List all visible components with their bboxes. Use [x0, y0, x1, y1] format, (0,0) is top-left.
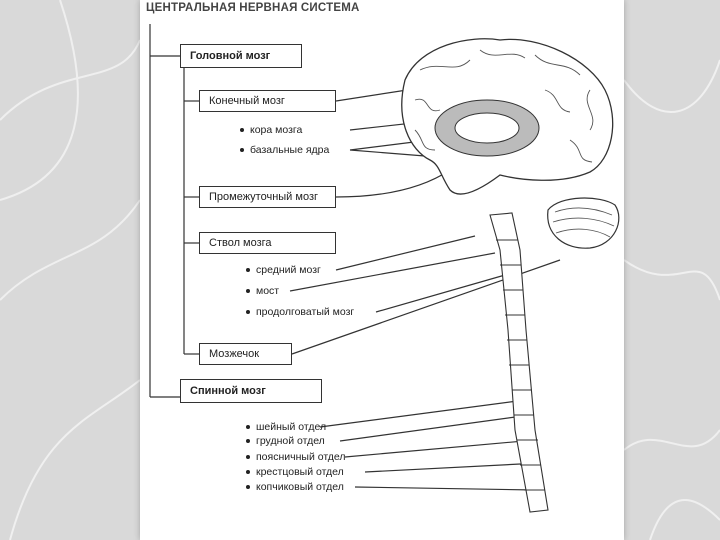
- spinal-part: копчиковый отдел: [246, 481, 344, 493]
- brainstem-part: мост: [246, 285, 279, 297]
- telencephalon-part: кора мозга: [240, 124, 302, 136]
- spinal-part: поясничный отдел: [246, 451, 346, 463]
- telencephalon-box: Конечный мозг: [199, 90, 336, 112]
- brain-box: Головной мозг: [180, 44, 302, 68]
- diencephalon-box: Промежуточный мозг: [199, 186, 336, 208]
- diagram-title: ЦЕНТРАЛЬНАЯ НЕРВНАЯ СИСТЕМА: [146, 2, 360, 14]
- spinal-part: грудной отдел: [246, 435, 325, 447]
- brainstem-part: продолговатый мозг: [246, 306, 354, 318]
- spinal-part: крестцовый отдел: [246, 466, 344, 478]
- brainstem-box: Ствол мозга: [199, 232, 336, 254]
- cerebellum-shape: [547, 197, 620, 249]
- cerebellum-box: Мозжечок: [199, 343, 292, 365]
- spinal-part: шейный отдел: [246, 421, 326, 433]
- telencephalon-part: базальные ядра: [240, 144, 329, 156]
- brainstem-part: средний мозг: [246, 264, 321, 276]
- spinal-cord-shape: [489, 212, 549, 513]
- spinal-cord-box: Спинной мозг: [180, 379, 322, 403]
